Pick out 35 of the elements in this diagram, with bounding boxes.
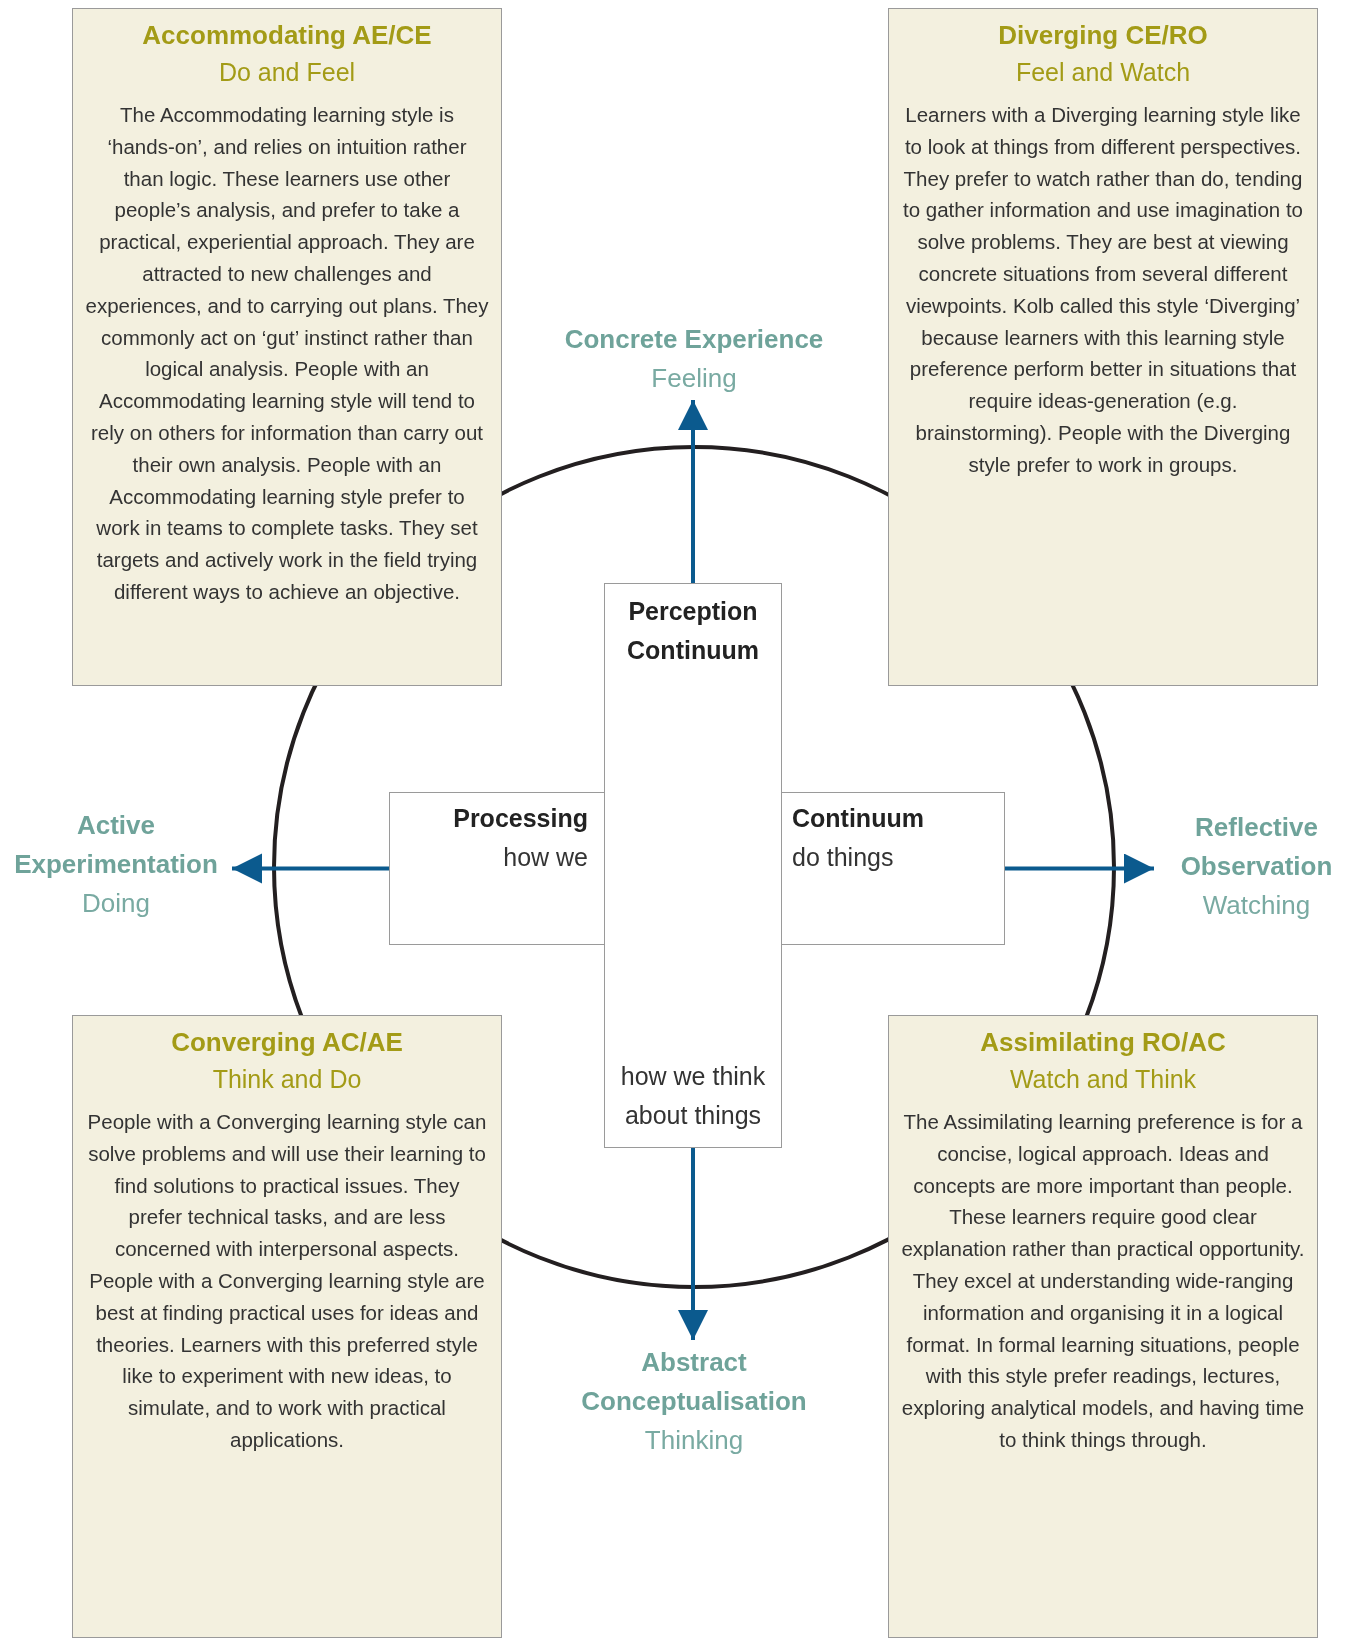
card-description: Learners with a Diverging learning style like to look at things from different perspectives. They prefer to watch rather than do, tending to gather information and use imagination to solve problems. They are best at viewing concrete situations from several different viewpoints. Kolb called this style ‘Diverging’ because learners with this learning style preference perform better in situations that require ideas-generation (e.g. brainstorming). People with the Diverging style prefer to work in groups.: [902, 102, 1304, 478]
pole-label: Abstract Conceptualisation: [580, 1345, 808, 1418]
pole-label: Active Experimentation: [13, 808, 219, 881]
arrow: [678, 1148, 708, 1340]
pole-label: Reflective Observation: [1179, 810, 1334, 883]
card-description: The Assimilating learning preference is for a concise, logical approach. Ideas and concepts are more important than people. These learners require good clear explanation rather than practical opportunity. They excel at understanding wide-ranging information and organising it in a logical format. In formal learning situations, people with this style prefer readings, lectures, exploring analytical models, and having time to think things through.: [901, 1109, 1305, 1453]
pole-sublabel: Doing: [82, 886, 150, 920]
pole-sublabel: Thinking: [644, 1423, 744, 1457]
card-subheading: Think and Do: [212, 1064, 362, 1095]
card-heading: Diverging CE/RO: [998, 19, 1208, 52]
pole-label: Concrete Experience: [564, 323, 824, 356]
card-heading: Assimilating RO/AC: [980, 1026, 1226, 1059]
card-subheading: Watch and Think: [1009, 1064, 1197, 1095]
card-description: The Accommodating learning style is ‘hands-on’, and relies on intuition rather than logic. These learners use other people’s analysis, and prefer to take a practical, experiential approach. They are attracted to new challenges and experiences, and to carrying out plans. They commonly act on ‘gut’ instinct rather than logical analysis. People with an Accommodating learning style will tend to rely on others for information than carry out their own analysis. People with an Accommodating learning style prefer to work in teams to complete tasks. They set targets and actively work in the field trying different ways to achieve an objective.: [85, 102, 489, 605]
pole-sublabel: Feeling: [651, 362, 737, 395]
arrow: [1005, 853, 1154, 884]
continuum-heading: Continuum: [792, 803, 924, 834]
continuum-box: [604, 583, 782, 1148]
continuum-subtext: how we think about things: [619, 1061, 767, 1131]
card-subheading: Feel and Watch: [1015, 57, 1191, 88]
style-card: [72, 1015, 502, 1638]
style-card: [888, 8, 1318, 686]
style-card: [72, 8, 502, 686]
pole-sublabel: Watching: [1202, 888, 1311, 922]
arrow: [678, 400, 708, 583]
continuum-subtext: how we: [503, 842, 588, 873]
continuum-heading: Perception Continuum: [626, 596, 760, 666]
card-subheading: Do and Feel: [218, 57, 356, 88]
card-heading: Converging AC/AE: [171, 1026, 403, 1059]
arrow: [232, 853, 389, 884]
continuum-heading: Processing: [453, 803, 588, 834]
continuum-subtext: do things: [792, 842, 894, 873]
card-heading: Accommodating AE/CE: [142, 19, 432, 52]
card-description: People with a Converging learning style can solve problems and will use their learning to find solutions to practical issues. They prefer technical tasks, and are less concerned with interpersonal aspects. People with a Converging learning style are best at finding practical uses for ideas and theories. Learners with this preferred style like to experiment with new ideas, to simulate, and to work with practical applications.: [86, 1109, 488, 1453]
style-card: [888, 1015, 1318, 1638]
